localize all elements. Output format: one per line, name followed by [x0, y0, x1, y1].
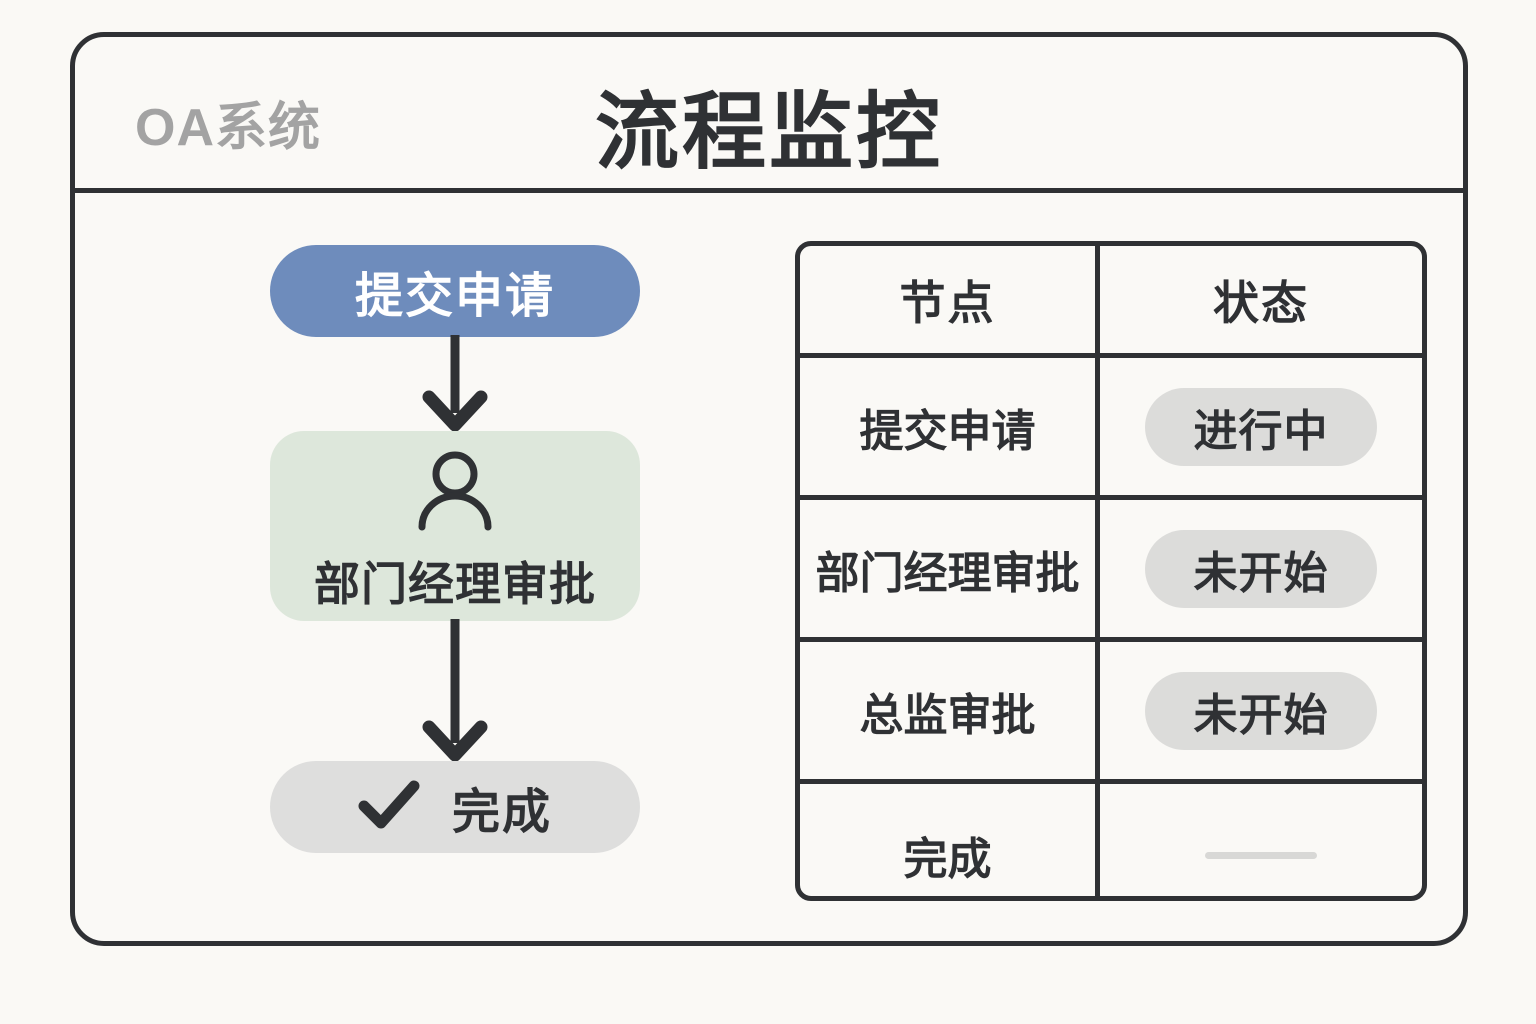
table-row[interactable]: 提交申请 进行中 — [800, 358, 1422, 500]
table-cell-node: 提交申请 — [800, 358, 1100, 495]
table-cell-status: 未开始 — [1100, 500, 1422, 637]
flow-node-complete-label: 完成 — [451, 786, 552, 839]
app-body: 提交申请 部门经 — [75, 193, 1463, 946]
status-table: 节点 状态 提交申请 进行中 部门经理审批 未开始 总监审批 — [795, 241, 1427, 901]
status-badge: 未开始 — [1145, 671, 1377, 750]
table-row[interactable]: 完成 — [800, 784, 1422, 896]
status-badge: 未开始 — [1145, 529, 1377, 608]
app-card: OA系统 流程监控 提交申请 — [70, 32, 1468, 946]
table-header-row: 节点 状态 — [800, 246, 1422, 358]
brand-label: OA系统 — [135, 99, 322, 157]
table-cell-node: 总监审批 — [800, 642, 1100, 779]
page-title: 流程监控 — [594, 85, 943, 179]
person-icon — [412, 449, 498, 540]
arrow-down-icon — [420, 619, 490, 766]
table-row[interactable]: 部门经理审批 未开始 — [800, 500, 1422, 642]
status-badge: 进行中 — [1145, 387, 1377, 466]
table-cell-status: 进行中 — [1100, 358, 1422, 495]
column-header-node: 节点 — [800, 246, 1100, 353]
table-cell-status — [1100, 784, 1422, 896]
column-header-status: 状态 — [1213, 276, 1309, 329]
app-header: OA系统 流程监控 — [75, 37, 1463, 193]
check-icon — [358, 779, 420, 836]
flow-node-manager-approval[interactable]: 部门经理审批 — [270, 431, 640, 621]
table-cell-status: 未开始 — [1100, 642, 1422, 779]
table-cell-node: 完成 — [800, 784, 1100, 896]
arrow-down-icon — [420, 335, 490, 436]
status-empty-dash — [1205, 851, 1317, 859]
process-flow-diagram: 提交申请 部门经 — [205, 233, 705, 913]
flow-node-submit[interactable]: 提交申请 — [270, 245, 640, 337]
flow-node-submit-label: 提交申请 — [354, 270, 555, 323]
flow-node-complete[interactable]: 完成 — [270, 761, 640, 853]
table-cell-node: 部门经理审批 — [800, 500, 1100, 637]
flow-node-manager-approval-label: 部门经理审批 — [314, 557, 596, 610]
table-row[interactable]: 总监审批 未开始 — [800, 642, 1422, 784]
